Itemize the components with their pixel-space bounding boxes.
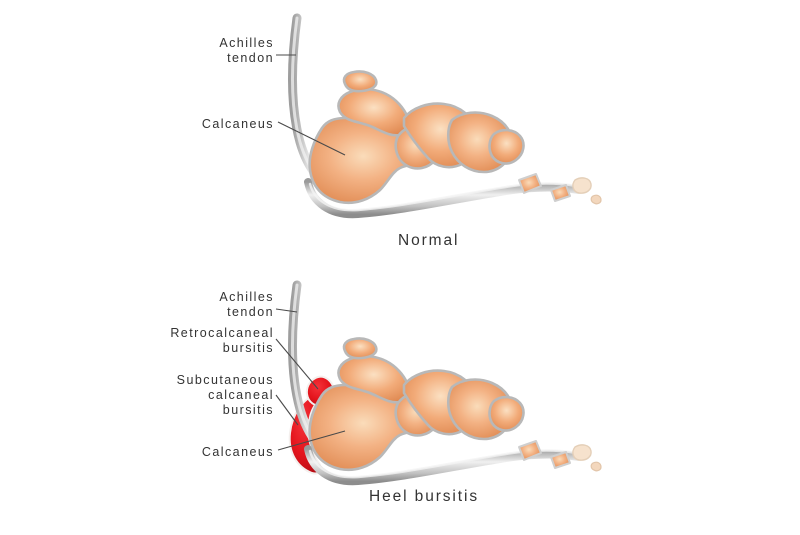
toe-phalanx-tip — [590, 461, 602, 472]
label-subcutaneous-calcaneal-bursitis: Subcutaneous calcaneal bursitis — [176, 373, 274, 417]
distal-metatarsal-bone — [488, 128, 525, 165]
toe-phalanx-proximal — [518, 440, 542, 461]
leader-line-achilles — [275, 308, 298, 313]
label-retrocalcaneal-bursitis: Retrocalcaneal bursitis — [170, 326, 274, 355]
toe-phalanx-distal — [572, 444, 592, 461]
leader-line-retrocalcaneal — [275, 338, 319, 390]
toe-phalanx-tip — [590, 194, 602, 205]
normal-heel-illustration — [276, 13, 602, 219]
leader-line-calcaneus — [277, 430, 346, 451]
label-calcaneus: Calcaneus — [201, 445, 274, 459]
tibia-end-bone — [342, 337, 378, 360]
heel-bursitis-illustration — [275, 280, 602, 486]
toe-phalanx-middle — [550, 451, 571, 469]
toe-phalanx-proximal — [518, 173, 542, 194]
toe-phalanx-middle — [550, 184, 571, 202]
label-achilles-tendon: Achilles tendon — [219, 290, 274, 319]
label-achilles-tendon: Achilles tendon — [219, 36, 274, 65]
toe-phalanx-distal — [572, 177, 592, 194]
caption-normal: Normal — [398, 232, 460, 249]
distal-metatarsal-bone — [488, 395, 525, 432]
leader-line-calcaneus — [277, 121, 346, 156]
figure-heel-bursitis: Achilles tendon Retrocalcaneal bursitis … — [0, 267, 800, 535]
leader-line-subcutaneous — [275, 394, 299, 426]
label-calcaneus: Calcaneus — [201, 117, 274, 131]
tibia-end-bone — [342, 70, 378, 93]
caption-heel-bursitis: Heel bursitis — [369, 488, 479, 505]
figure-normal-heel: Achilles tendon Calcaneus Normal — [201, 13, 602, 249]
